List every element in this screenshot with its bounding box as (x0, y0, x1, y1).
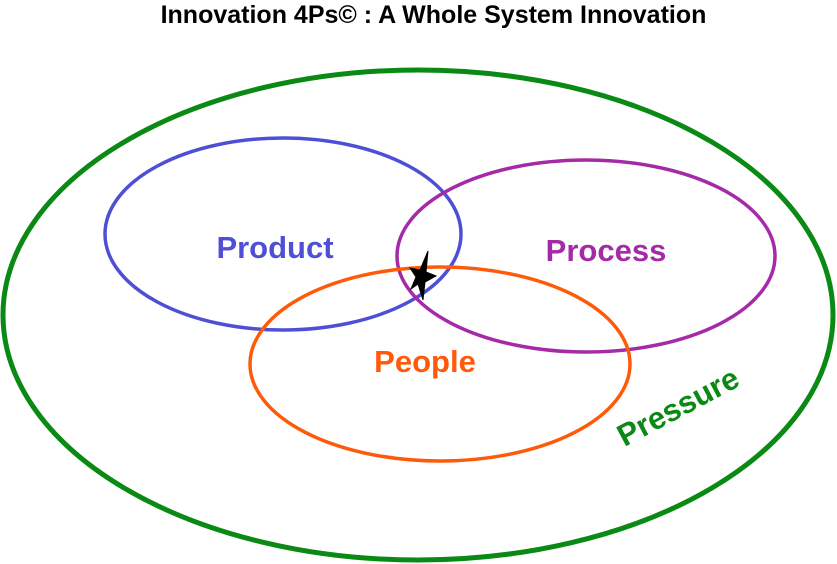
people-ellipse (248, 265, 632, 463)
people-label: People (374, 344, 476, 379)
process-ellipse (395, 158, 777, 354)
product-label: Product (216, 230, 333, 265)
diagram-title: Innovation 4Ps© : A Whole System Innovat… (160, 1, 707, 29)
process-label: Process (546, 233, 667, 268)
pressure-label: Pressure (611, 360, 745, 453)
pressure-ellipse (0, 67, 836, 563)
product-ellipse (103, 136, 463, 332)
star-icon (408, 250, 438, 301)
